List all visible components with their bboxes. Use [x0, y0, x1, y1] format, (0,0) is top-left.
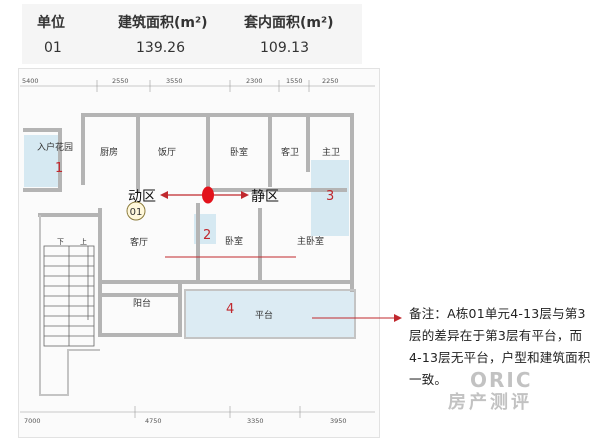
dim-top-5: 1550 — [286, 77, 303, 85]
marker-1: 1 — [55, 161, 63, 176]
marker-3: 3 — [326, 189, 334, 204]
room-master-bath: 主卫 — [322, 146, 340, 158]
dim-top-2: 2550 — [112, 77, 129, 85]
room-bedroom-south: 卧室 — [225, 235, 243, 247]
zone-quiet-label: 静区 — [251, 189, 279, 205]
unit-badge-circle — [126, 201, 146, 221]
zone-active-label: 动区 — [128, 189, 156, 205]
header-unit: 单位 — [37, 15, 65, 31]
dim-top-6: 2250 — [322, 77, 339, 85]
unit-badge-label: 01 — [130, 207, 143, 218]
dim-top-3: 3550 — [166, 77, 183, 85]
master-bath-area — [311, 160, 349, 236]
cell-net-area: 109.13 — [260, 40, 309, 56]
room-living: 客厅 — [130, 236, 148, 248]
room-terrace: 平台 — [255, 309, 273, 321]
watermark-line2: 房产测评 — [448, 392, 532, 413]
marker-4: 4 — [226, 302, 234, 317]
watermark: ORIC 房产测评 — [440, 368, 590, 428]
dim-top-1: 5400 — [22, 77, 39, 85]
room-balcony: 阳台 — [133, 297, 151, 309]
stair-up-label: 上 — [80, 237, 87, 246]
zone-arrow — [160, 186, 249, 204]
cell-unit: 01 — [44, 40, 62, 56]
room-bedroom-north: 卧室 — [230, 146, 248, 158]
watermark-line1: ORIC — [470, 368, 533, 392]
entry-garden-area — [24, 135, 58, 187]
room-entry-garden: 入户花园 — [37, 141, 73, 153]
cell-gross-area: 139.26 — [136, 40, 185, 56]
dim-bottom-4: 3950 — [330, 417, 347, 425]
room-master-bedroom: 主卧室 — [297, 235, 324, 247]
remark-note: 备注：A栋01单元4-13层与第3层的差异在于第3层有平台，而4-13层无平台，… — [409, 306, 591, 387]
header-gross-area: 建筑面积(m²) — [118, 15, 208, 31]
dim-bottom-3: 3350 — [247, 417, 264, 425]
zone-divider-dot — [202, 186, 214, 204]
dim-bottom-2: 4750 — [145, 417, 162, 425]
dim-top-4: 2300 — [246, 77, 263, 85]
room-dining: 饭厅 — [158, 146, 176, 158]
terrace-area — [185, 290, 355, 338]
staircase — [43, 245, 95, 347]
dim-bottom-1: 7000 — [24, 417, 41, 425]
note-pointer — [312, 314, 402, 322]
stair-down-label: 下 — [57, 238, 64, 246]
room-guest-bath: 客卫 — [281, 146, 299, 158]
unit-area-table: 单位 建筑面积(m²) 套内面积(m²) 01 139.26 109.13 — [22, 4, 362, 64]
room-kitchen: 厨房 — [100, 146, 118, 158]
header-net-area: 套内面积(m²) — [244, 15, 334, 31]
marker-2: 2 — [203, 228, 211, 243]
